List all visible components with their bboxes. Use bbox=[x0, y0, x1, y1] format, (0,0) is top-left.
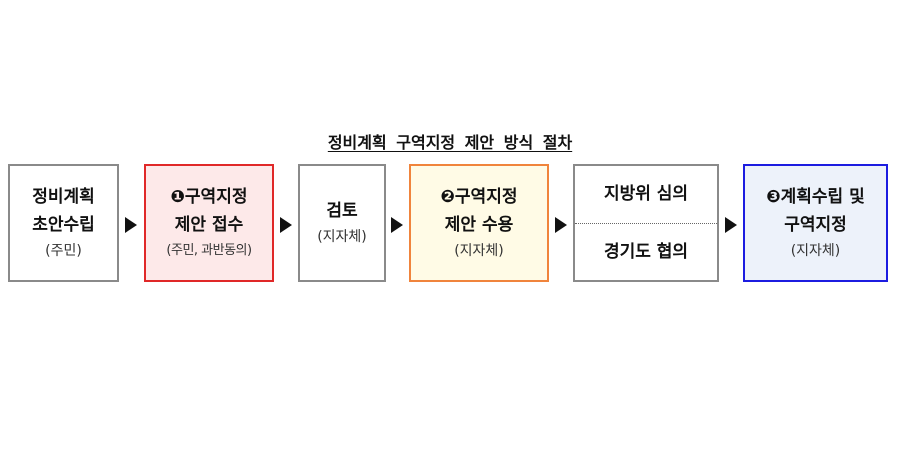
arrow-right-icon bbox=[725, 217, 737, 233]
step-label: 제안 수용 bbox=[444, 215, 514, 235]
step-deliberation: 지방위 심의 경기도 협의 bbox=[573, 164, 719, 282]
title-text: 정비계획 구역지정 제안 방식 절차 bbox=[327, 133, 573, 152]
step-label: 경기도 협의 bbox=[603, 241, 689, 262]
step-label: ❷구역지정 bbox=[440, 187, 518, 207]
step-draft-plan: 정비계획 초안수립 (주민) bbox=[8, 164, 119, 282]
step-label: 초안수립 bbox=[32, 215, 95, 235]
step-label: 검토 bbox=[326, 201, 358, 221]
step-actor: (지자체) bbox=[454, 243, 504, 259]
step-actor: (주민, 과반동의) bbox=[166, 243, 252, 258]
step-plan-designation: ❸계획수립 및 구역지정 (지자체) bbox=[743, 164, 888, 282]
step-label: 정비계획 bbox=[32, 187, 95, 207]
arrow-right-icon bbox=[280, 217, 292, 233]
step-actor: (주민) bbox=[45, 243, 82, 259]
arrow-right-icon bbox=[555, 217, 567, 233]
arrow-right-icon bbox=[125, 217, 137, 233]
step-label: 구역지정 bbox=[784, 215, 847, 235]
arrow-right-icon bbox=[391, 217, 403, 233]
step-proposal-acceptance: ❷구역지정 제안 수용 (지자체) bbox=[409, 164, 549, 282]
step-proposal-receipt: ❶구역지정 제안 접수 (주민, 과반동의) bbox=[144, 164, 274, 282]
step-actor: (지자체) bbox=[790, 243, 841, 259]
step-label: 제안 접수 bbox=[174, 215, 244, 235]
step-label: 지방위 심의 bbox=[603, 184, 689, 205]
step-label: ❸계획수립 및 bbox=[766, 187, 865, 207]
dotted-divider bbox=[575, 222, 717, 224]
step-label: ❶구역지정 bbox=[170, 187, 248, 207]
step-review: 검토 (지자체) bbox=[298, 164, 386, 282]
diagram-title: 정비계획 구역지정 제안 방식 절차 bbox=[0, 129, 900, 153]
step-actor: (지자체) bbox=[317, 229, 367, 245]
